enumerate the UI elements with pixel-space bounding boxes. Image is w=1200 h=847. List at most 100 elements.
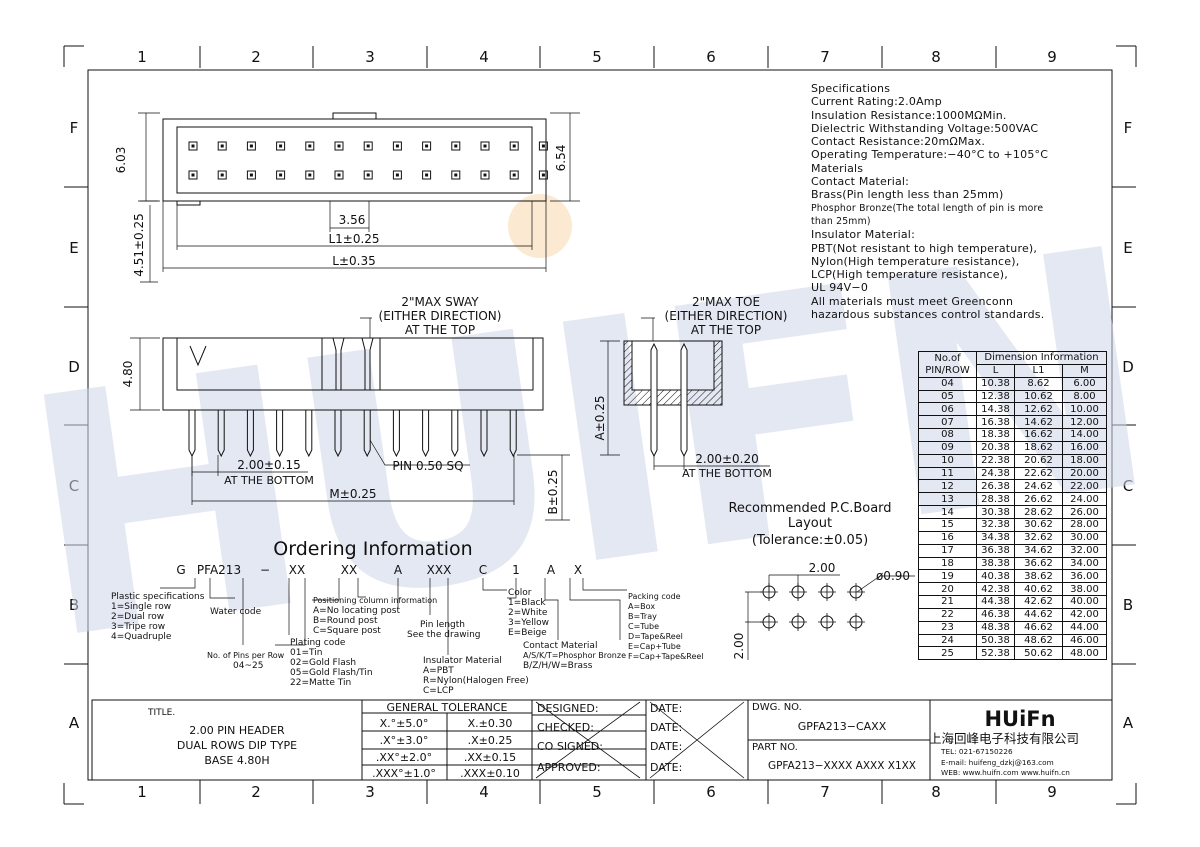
pin-square <box>246 170 256 180</box>
table-cell: 26.38 <box>976 479 1015 494</box>
packing-1: A=Box <box>628 602 655 611</box>
pcb-title-2: Layout <box>788 516 832 531</box>
dim-pitch: 3.56 <box>339 213 366 227</box>
tol-right-3: .XXX±0.10 <box>460 767 520 780</box>
spec-line: than 25mm) <box>811 215 871 227</box>
pin-square <box>392 141 402 151</box>
front-view: 2"MAX SWAY (EITHER DIRECTION) AT THE TOP… <box>121 295 570 521</box>
pin-square <box>451 170 461 180</box>
spec-line: hazardous substances control standards. <box>811 308 1045 322</box>
table-cell: 34.00 <box>1062 556 1107 571</box>
pcb-crosshair <box>847 583 865 601</box>
table-cell: 38.38 <box>976 556 1015 571</box>
pin-center <box>395 144 399 148</box>
tol-right-0: X.±0.30 <box>468 717 513 730</box>
table-cell: 48.00 <box>1062 646 1107 661</box>
pcb-crosshair <box>818 583 836 601</box>
pin-square <box>538 170 548 180</box>
pin-square <box>480 141 490 151</box>
spec-line: UL 94V−0 <box>811 281 869 295</box>
dwg-no: GPFA213−CAXX <box>798 720 887 733</box>
row-label-right: F <box>1124 119 1133 137</box>
color-4: E=Beige <box>508 628 547 638</box>
toe-note-3: AT THE TOP <box>691 323 761 337</box>
table-cell: 48.38 <box>976 620 1015 635</box>
table-cell: 20.38 <box>976 440 1015 455</box>
plating-1: 01=Tin <box>290 648 322 658</box>
sign-designed: DESIGNED: <box>537 702 599 715</box>
pin <box>680 342 688 458</box>
pin-center <box>308 173 312 177</box>
pin-center <box>279 173 283 177</box>
pin-square <box>217 141 227 151</box>
pin-center <box>279 144 283 148</box>
insulator-2: R=Nylon(Halogen Free) <box>423 676 529 686</box>
pcb-layout: Recommended P.C.Board Layout (Tolerance:… <box>728 501 915 660</box>
pin <box>246 410 254 458</box>
table-cell: 22 <box>918 607 977 622</box>
pin-square <box>480 170 490 180</box>
tol-left-3: .XXX°±1.0° <box>372 767 436 780</box>
table-cell: 34.62 <box>1014 543 1063 558</box>
table-cell: 44.62 <box>1014 607 1063 622</box>
code-part: XX <box>341 563 357 577</box>
packing-0: Packing code <box>628 592 681 601</box>
table-cell: 19 <box>918 569 977 584</box>
row-label-left: C <box>69 477 79 495</box>
table-header-group: Dimension Information <box>976 351 1107 365</box>
pin-center <box>191 144 195 148</box>
col-label-bottom: 1 <box>137 783 147 801</box>
pin-square <box>276 141 286 151</box>
pin <box>363 410 371 458</box>
spec-line: Current Rating:2.0Amp <box>811 95 942 109</box>
dim-front-height: 4.80 <box>121 361 135 388</box>
pin-square <box>276 170 286 180</box>
pin-square <box>392 170 402 180</box>
table-cell: 8.62 <box>1014 376 1063 391</box>
col-label-bottom: 7 <box>820 783 830 801</box>
row-label-right: E <box>1123 239 1132 257</box>
pins-per-row-1: 04~25 <box>233 661 263 671</box>
pin-square <box>246 141 256 151</box>
tol-left-2: .XX°±2.0° <box>376 751 432 764</box>
table-cell: 14 <box>918 505 977 519</box>
sway-note-1: 2"MAX SWAY <box>401 295 479 309</box>
pin-center <box>337 173 341 177</box>
table-cell: 12.00 <box>1062 415 1107 430</box>
table-cell: 28.38 <box>976 492 1015 507</box>
pin-center <box>366 173 370 177</box>
table-cell: 14.38 <box>976 402 1015 417</box>
table-cell: 6.00 <box>1062 376 1107 391</box>
plating-3: 05=Gold Flash/Tin <box>290 668 373 678</box>
spec-line: Nylon(High temperature resistance), <box>811 254 1020 268</box>
table-cell: 20 <box>918 582 977 597</box>
table-cell: 8.00 <box>1062 389 1107 404</box>
row-labels: F E D C B A F E D C B A <box>68 119 1134 732</box>
packing-4: D=Tape&Reel <box>628 632 683 641</box>
date-4: DATE: <box>650 761 682 774</box>
packing-2: B=Tray <box>628 612 657 621</box>
title-line-2: DUAL ROWS DIP TYPE <box>177 739 297 752</box>
col-label-top: 4 <box>479 48 489 66</box>
table-cell: 12 <box>918 479 977 494</box>
pin-center <box>395 173 399 177</box>
pin-square <box>334 141 344 151</box>
pin-center <box>337 144 341 148</box>
pin <box>305 410 313 458</box>
dim-pin-sq: PIN 0.50 SQ <box>392 459 463 473</box>
specifications: Specifications Current Rating:2.0Amp Ins… <box>811 82 1111 321</box>
dim-b: B±0.25 <box>546 469 560 514</box>
dim-m: M±0.25 <box>329 487 376 501</box>
table-cell: 34.38 <box>976 530 1015 545</box>
sign-checked: CHECKED: <box>537 721 594 734</box>
pin-square <box>363 170 373 180</box>
row-label-left: A <box>69 714 80 732</box>
pin-square <box>538 141 548 151</box>
